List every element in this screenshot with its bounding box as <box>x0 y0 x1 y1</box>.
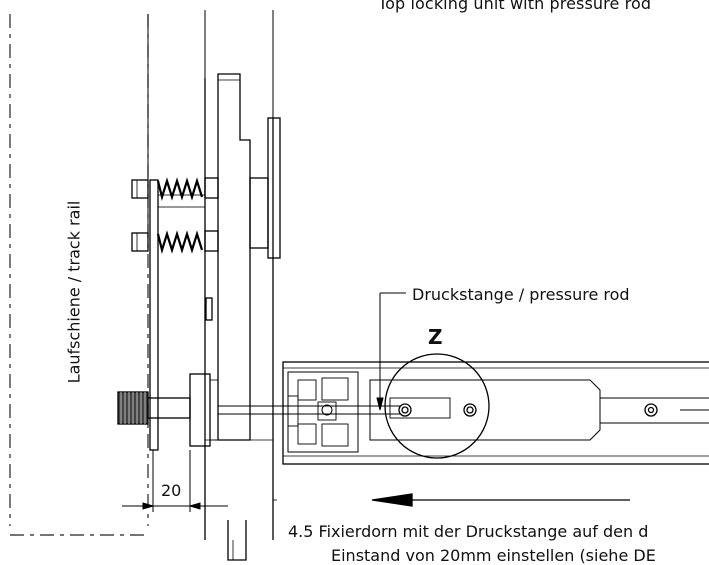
spring-bolt-upper <box>131 177 219 202</box>
locking-pin <box>117 373 400 447</box>
plate-slot <box>205 297 213 321</box>
track-rail <box>9 14 149 536</box>
diagram-title: Top locking unit with pressure rod <box>378 0 652 13</box>
spring-bolt-lower <box>131 230 219 255</box>
dimension-20 <box>122 450 228 512</box>
pressure-rod-label: Druckstange / pressure rod <box>412 285 630 304</box>
instruction-line-2: Einstand von 20mm einstellen (siehe DE <box>331 546 656 565</box>
instruction-line-1: 4.5 Fixierdorn mit der Druckstange auf d… <box>288 522 649 541</box>
main-plate <box>204 73 274 540</box>
detail-z-circle <box>384 353 490 459</box>
track-rail-label: Laufschiene / track rail <box>64 200 84 384</box>
right-plate <box>249 117 281 259</box>
lower-pin <box>227 499 277 561</box>
dimension-label: 20 <box>161 481 182 500</box>
pressure-rod-housing <box>282 361 709 465</box>
direction-arrow <box>371 493 630 507</box>
bracket-plate <box>149 179 206 451</box>
pressure-rod-leader <box>376 292 406 411</box>
detail-z-label: Z <box>428 325 443 349</box>
guide-lines <box>147 10 274 250</box>
